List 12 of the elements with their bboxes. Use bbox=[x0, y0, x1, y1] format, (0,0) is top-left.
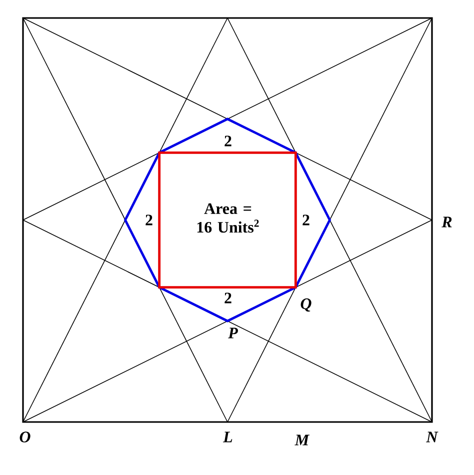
point-label: L bbox=[222, 432, 232, 442]
point-label: P bbox=[228, 328, 238, 338]
side-length-label: 2 bbox=[302, 214, 310, 226]
point-label: Q bbox=[300, 298, 312, 312]
point-label: M bbox=[294, 434, 310, 446]
side-length-label: 2 bbox=[146, 214, 152, 226]
side-length-label: 2 bbox=[224, 136, 232, 146]
point-label: R bbox=[442, 216, 452, 228]
side-length-label: 2 bbox=[224, 292, 232, 304]
point-label: O bbox=[20, 432, 30, 442]
point-label: N bbox=[426, 432, 438, 442]
area-label: Area = 16 Units$^{2}$ bbox=[197, 203, 259, 233]
